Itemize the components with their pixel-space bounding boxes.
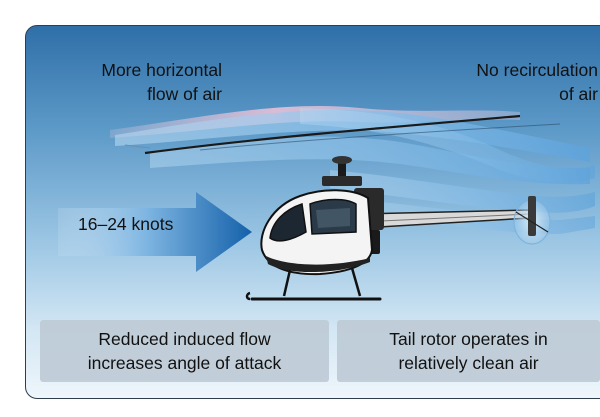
caption-left: Reduced induced flow increases angle of … bbox=[40, 320, 329, 382]
caption-right-line1: Tail rotor operates in bbox=[389, 329, 548, 349]
label-horizontal-flow-line1: More horizontal bbox=[101, 60, 222, 80]
helicopter-icon bbox=[245, 156, 551, 301]
label-horizontal-flow-line2: flow of air bbox=[147, 84, 222, 104]
speed-label: 16–24 knots bbox=[78, 214, 174, 234]
label-no-recirculation: No recirculation of air bbox=[420, 58, 598, 106]
wind-arrow-icon bbox=[58, 192, 252, 272]
caption-left-line2: increases angle of attack bbox=[87, 353, 282, 373]
caption-right: Tail rotor operates in relatively clean … bbox=[337, 320, 600, 382]
caption-left-line1: Reduced induced flow bbox=[98, 329, 271, 349]
label-horizontal-flow: More horizontal flow of air bbox=[62, 58, 222, 106]
label-no-recirculation-line2: of air bbox=[559, 84, 598, 104]
caption-right-line2: relatively clean air bbox=[398, 353, 539, 373]
label-no-recirculation-line1: No recirculation bbox=[476, 60, 598, 80]
